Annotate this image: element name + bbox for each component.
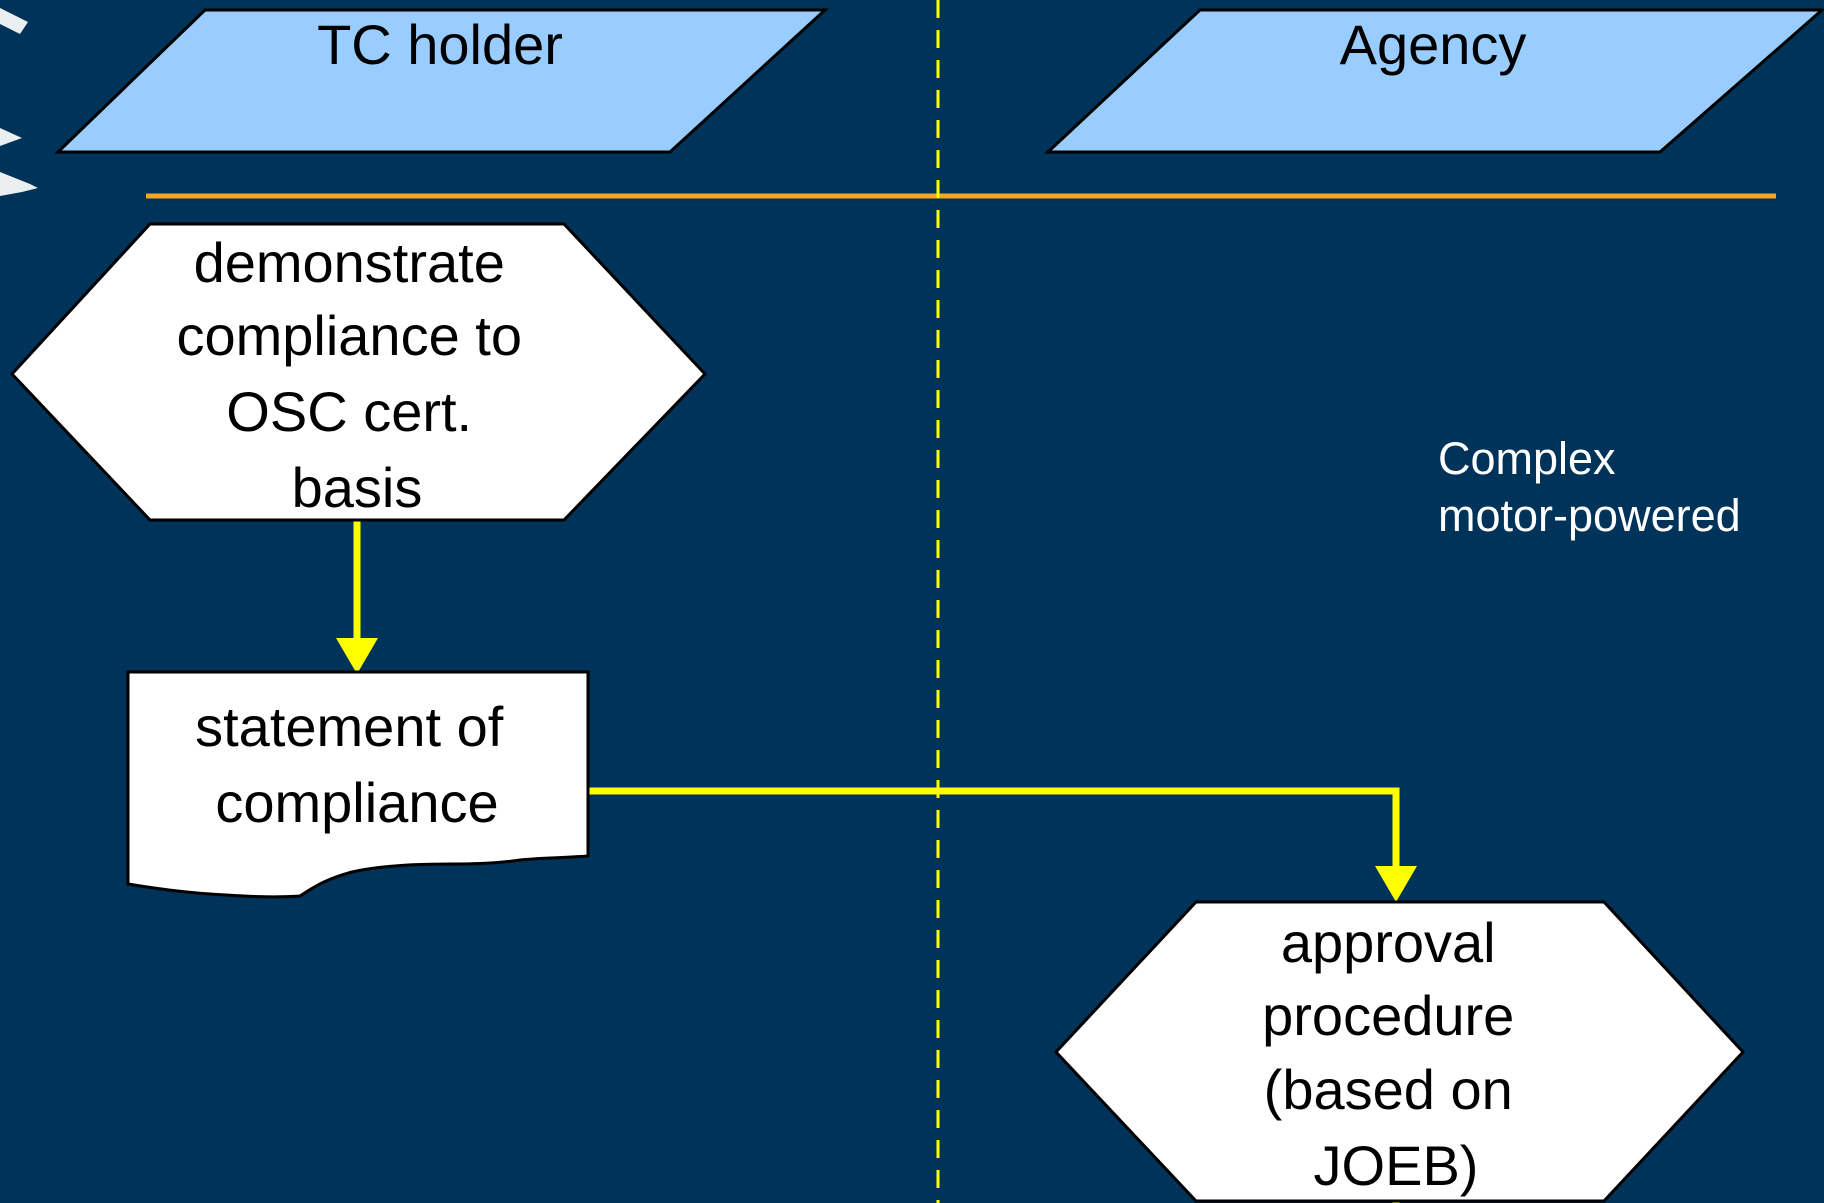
connector-statement-to-approval (588, 787, 1400, 870)
approval-line-3: (based on (1264, 1058, 1513, 1121)
statement-line-1: statement of (195, 695, 504, 758)
svg-text:approval procedure: approval procedure (based on JOEB) (1262, 911, 1530, 1197)
svg-text:demonstrate compliance: demonstrate compliance to OSC cert. basi… (176, 231, 537, 519)
lane-header-tc-holder-label: TC holder (317, 13, 563, 76)
lane-header-agency: Agency (1044, 8, 1824, 154)
svg-text:statement of complianc: statement of compliance (195, 695, 519, 834)
demonstrate-line-1: demonstrate (194, 231, 505, 294)
lane-header-tc-holder: TC holder (54, 8, 829, 154)
arrowhead-statement-to-approval (1375, 866, 1417, 902)
approval-line-4: JOEB) (1314, 1134, 1479, 1197)
demonstrate-line-2: compliance to (176, 304, 522, 367)
note-line-2: motor-powered (1438, 490, 1741, 541)
note-complex-motor-powered: Complex motor-powered (1438, 433, 1741, 541)
lane-header-agency-label: Agency (1340, 13, 1527, 76)
demonstrate-line-3: OSC cert. (226, 380, 472, 443)
arrowhead-demonstrate-to-statement (336, 638, 378, 674)
approval-line-1: approval (1281, 911, 1496, 974)
document-node-statement-of-compliance: statement of compliance (126, 670, 590, 899)
note-line-1: Complex (1438, 433, 1616, 484)
process-node-demonstrate-compliance: demonstrate compliance to OSC cert. basi… (9, 222, 708, 522)
approval-line-2: procedure (1262, 984, 1514, 1047)
statement-line-2: compliance (215, 771, 498, 834)
process-node-approval-procedure: approval procedure (based on JOEB) (1053, 900, 1746, 1203)
logo-fragment (0, 8, 38, 196)
demonstrate-line-4: basis (292, 456, 423, 519)
